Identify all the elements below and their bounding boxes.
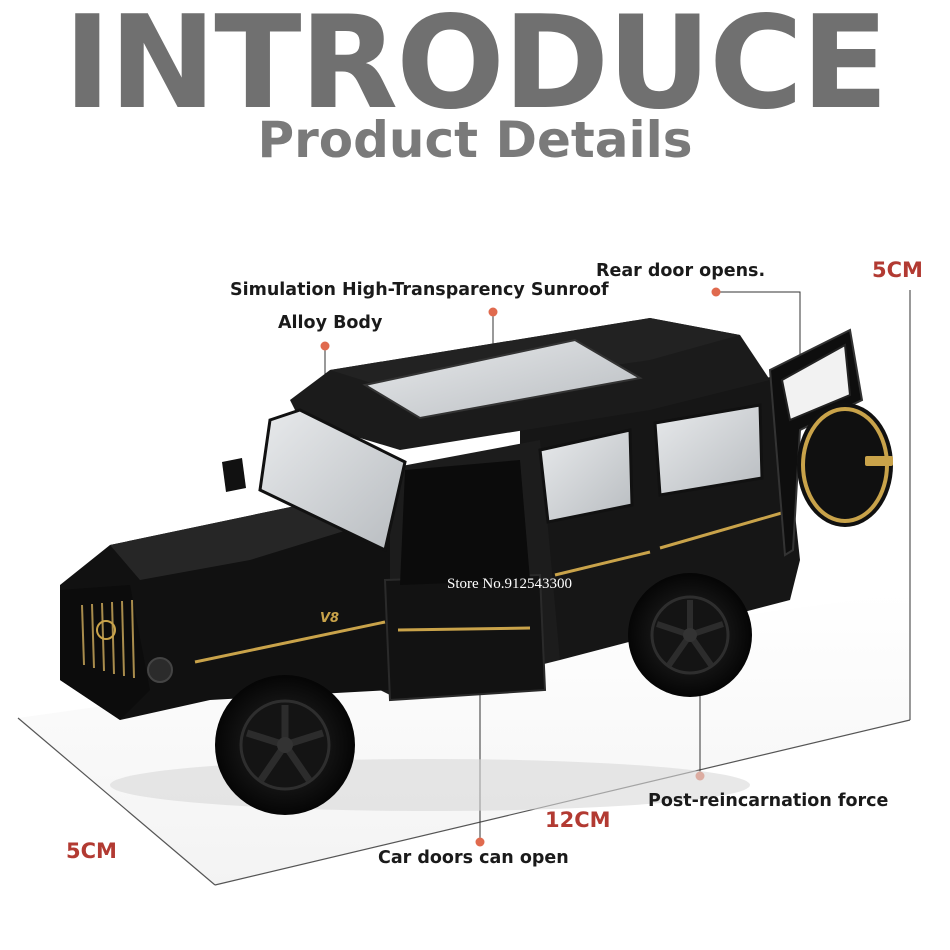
callout-car-doors: Car doors can open	[378, 848, 569, 868]
dimension-length: 12CM	[545, 808, 611, 832]
toy-car: V8	[60, 318, 893, 815]
callout-sunroof: Simulation High-Transparency Sunroof	[230, 280, 609, 300]
dot-car-doors	[475, 837, 485, 847]
store-watermark: Store No.912543300	[447, 576, 572, 592]
dot-alloy-body	[320, 341, 330, 351]
page-subtitle: Product Details	[257, 111, 693, 169]
callout-post-reincarnation: Post-reincarnation force	[648, 791, 889, 811]
callout-rear-door: Rear door opens.	[596, 261, 766, 281]
dot-sunroof	[488, 307, 498, 317]
v8-badge: V8	[320, 611, 339, 626]
rear-wheel	[628, 573, 752, 697]
dimension-height: 5CM	[872, 258, 923, 282]
page-title: INTRODUCE	[63, 0, 889, 138]
front-wheel	[215, 675, 355, 815]
dot-rear-door	[711, 287, 721, 297]
dimension-width: 5CM	[66, 839, 117, 863]
callout-alloy-body: Alloy Body	[278, 313, 383, 333]
